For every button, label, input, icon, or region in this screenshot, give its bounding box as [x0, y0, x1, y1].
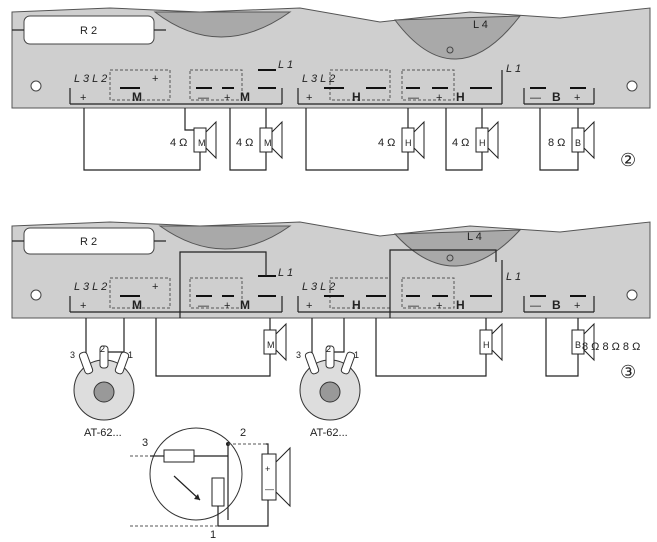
- impedance-4: 4 Ω: [452, 137, 469, 149]
- h-label-3: H: [352, 298, 361, 312]
- l3l2-label-3: L 3 L 2: [74, 281, 107, 293]
- att2-pin1: 1: [354, 350, 359, 360]
- b-label-2: B: [552, 298, 561, 312]
- svg-text:+: +: [265, 464, 270, 474]
- attenuator-label-1: AT-62...: [84, 427, 122, 439]
- l4-label-bottom: L 4: [467, 231, 482, 243]
- plus-12: +: [574, 300, 580, 312]
- speaker-m-1: M: [193, 120, 217, 160]
- l3l2-label-2: L 3 L 2: [302, 73, 335, 85]
- plus-7: +: [80, 300, 86, 312]
- mount-hole-right-bottom: [626, 289, 638, 301]
- att1-pin2: 2: [100, 344, 105, 354]
- l3l2-label-4: L 3 L 2: [302, 281, 335, 293]
- l1-label-3: L 1: [278, 267, 293, 279]
- h-label-2: H: [456, 90, 465, 104]
- dome-l4-top: [394, 15, 522, 60]
- dome-l4-bottom: [393, 229, 522, 267]
- att2-pin2: 2: [326, 344, 331, 354]
- diagram-2: R 2 L 4 L 3 L 2 + M + — + M L 1 L 3 L 2 …: [11, 7, 651, 171]
- r2-label-bottom: R 2: [80, 236, 97, 248]
- l1-label-1: L 1: [278, 59, 293, 71]
- h-label-4: H: [456, 298, 465, 312]
- dome-bottom-left: [158, 225, 292, 250]
- svg-text:H: H: [405, 138, 412, 148]
- svg-text:H: H: [479, 138, 486, 148]
- attenuator-1: [73, 345, 135, 421]
- att2-pin3: 3: [296, 350, 301, 360]
- svg-text:H: H: [483, 340, 490, 350]
- svg-text:B: B: [575, 340, 581, 350]
- speaker-b-1: B: [571, 120, 595, 160]
- h-label-1: H: [352, 90, 361, 104]
- l3l2-label-1: L 3 L 2: [74, 73, 107, 85]
- speaker-b-2: B: [571, 322, 595, 362]
- mount-hole-left-top: [30, 80, 42, 92]
- plus-8: +: [152, 281, 158, 293]
- impedance-3: 4 Ω: [378, 137, 395, 149]
- m-label-3: M: [132, 298, 142, 312]
- mount-hole-left-bottom: [30, 289, 42, 301]
- schematic-pin1: 1: [210, 529, 216, 541]
- svg-text:M: M: [198, 138, 206, 148]
- attenuator-2: [299, 345, 361, 421]
- att1-pin3: 3: [70, 350, 75, 360]
- attenuator-label-2: AT-62...: [310, 427, 348, 439]
- m-label-1: M: [132, 90, 142, 104]
- minus-6: —: [530, 300, 541, 312]
- minus-2: —: [408, 92, 419, 104]
- schematic-pin3: 3: [142, 437, 148, 449]
- minus-1: —: [198, 92, 209, 104]
- plus-11: +: [436, 300, 442, 312]
- plus-3: +: [224, 92, 230, 104]
- impedance-2: 4 Ω: [236, 137, 253, 149]
- speaker-h-3: H: [479, 322, 503, 362]
- plus-10: +: [306, 300, 312, 312]
- l4-label-top: L 4: [473, 19, 488, 31]
- plus-4: +: [306, 92, 312, 104]
- schematic-pin2: 2: [240, 427, 246, 439]
- speaker-h-1: H: [401, 120, 425, 160]
- plus-1: +: [80, 92, 86, 104]
- b-label-1: B: [552, 90, 561, 104]
- dome-screw-top: [446, 46, 454, 54]
- dome-top-left: [153, 11, 292, 38]
- plus-2: +: [152, 73, 158, 85]
- l1-label-4: L 1: [506, 271, 521, 283]
- speaker-schematic: + —: [261, 446, 291, 508]
- svg-text:—: —: [265, 484, 274, 494]
- plus-9: +: [224, 300, 230, 312]
- minus-3: —: [530, 92, 541, 104]
- dome-screw-bottom: [446, 254, 454, 262]
- r2-label-top: R 2: [80, 25, 97, 37]
- l1-label-2: L 1: [506, 63, 521, 75]
- minus-4: —: [198, 300, 209, 312]
- svg-text:B: B: [575, 138, 581, 148]
- plus-6: +: [574, 92, 580, 104]
- speaker-m-2: M: [259, 120, 283, 160]
- attenuator-schematic: + — 3 2 1: [130, 427, 291, 541]
- diagram-number-3: ③: [620, 362, 636, 383]
- speaker-h-2: H: [475, 120, 499, 160]
- impedance-1: 4 Ω: [170, 137, 187, 149]
- diagram-number-2: ②: [620, 150, 636, 171]
- speaker-m-3: M: [263, 322, 287, 362]
- svg-text:M: M: [267, 340, 275, 350]
- plus-5: +: [436, 92, 442, 104]
- m-label-4: M: [240, 298, 250, 312]
- mount-hole-right-top: [626, 80, 638, 92]
- diagram-3: R 2 L 4 L 3 L 2 + M + — + M L 1 L 3 L 2 …: [11, 221, 651, 439]
- svg-text:M: M: [264, 138, 272, 148]
- impedance-6: 8 Ω 8 Ω 8 Ω: [582, 341, 640, 353]
- m-label-2: M: [240, 90, 250, 104]
- att1-pin1: 1: [128, 350, 133, 360]
- minus-5: —: [408, 300, 419, 312]
- impedance-5: 8 Ω: [548, 137, 565, 149]
